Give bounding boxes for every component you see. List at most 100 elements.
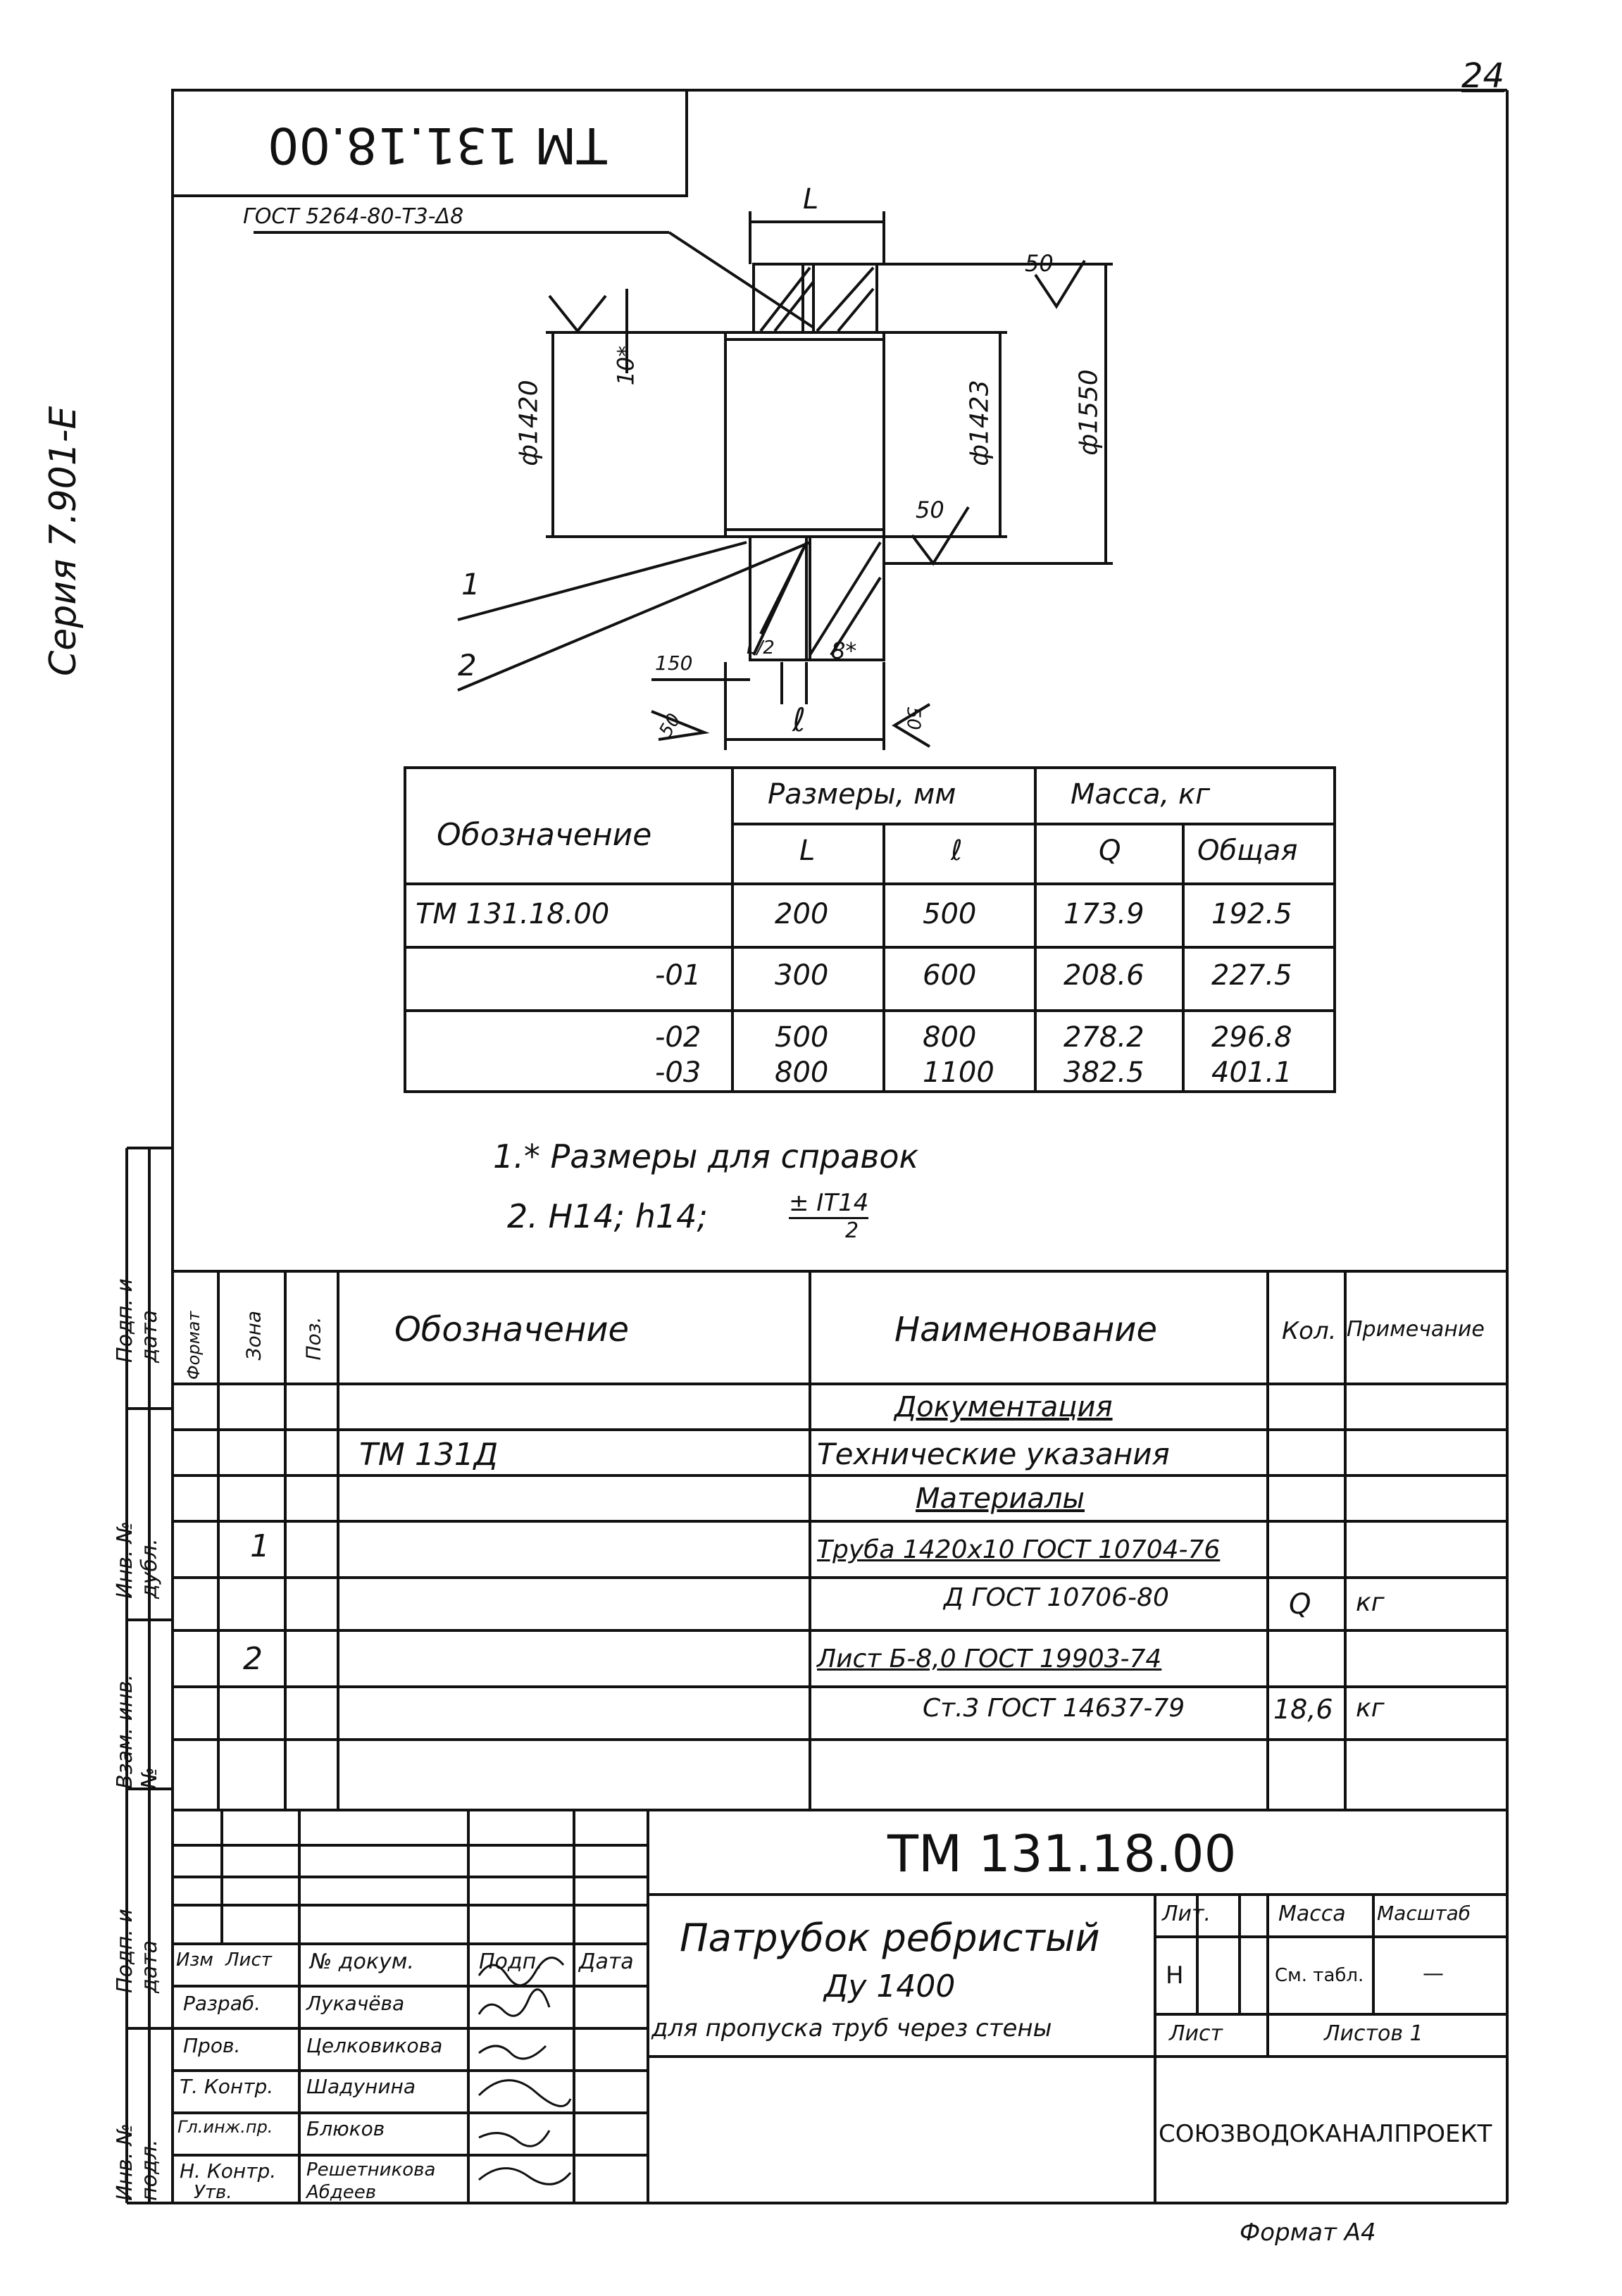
size-col-designation: Обозначение bbox=[437, 817, 652, 853]
size-sub-Q: Q bbox=[1099, 835, 1121, 867]
tb-col-list: Лист bbox=[225, 1949, 272, 1971]
size-row-designation: -02 bbox=[655, 1021, 701, 1054]
size-row-total: 192.5 bbox=[1211, 898, 1292, 930]
tb-col-data: Дата bbox=[579, 1949, 634, 1974]
tb-role: Разраб. bbox=[183, 1992, 261, 2015]
size-row-l: 1100 bbox=[923, 1056, 994, 1089]
dim-10: 10* bbox=[612, 345, 640, 386]
leader-2: 2 bbox=[458, 648, 477, 682]
size-row-designation: -01 bbox=[655, 959, 701, 992]
spec-row-name: Труба 1420х10 ГОСТ 10704-76 bbox=[817, 1535, 1221, 1564]
dim-8: 8* bbox=[831, 637, 857, 664]
size-row-Q: 173.9 bbox=[1063, 898, 1144, 930]
title-line-3: для пропуска труб через стены bbox=[651, 2014, 1052, 2042]
spec-row-qty: Q bbox=[1289, 1588, 1311, 1621]
size-col-sizes: Размеры, мм bbox=[768, 778, 956, 811]
spec-row-note: кг bbox=[1356, 1694, 1385, 1723]
series-label: Серия 7.901-Е bbox=[42, 406, 85, 676]
page-number: 24 bbox=[1461, 56, 1505, 96]
margin-label-repl-inv: Взам. инв. № bbox=[113, 1674, 162, 1789]
note-2-fraction-top: ± IT14 bbox=[789, 1189, 869, 1219]
tb-col-ndoc: № докум. bbox=[310, 1949, 414, 1974]
roughness-50-mid: 50 bbox=[916, 497, 944, 523]
spec-header-designation: Обозначение bbox=[394, 1310, 630, 1349]
size-row-Q: 208.6 bbox=[1063, 959, 1144, 992]
roughness-50-top: 50 bbox=[1025, 250, 1054, 277]
tb-role: Пров. bbox=[183, 2034, 241, 2057]
spec-row-qty: 18,6 bbox=[1273, 1694, 1333, 1725]
spec-header-format: Формат bbox=[184, 1311, 204, 1380]
title-line-1: Патрубок ребристый bbox=[680, 1916, 1100, 1960]
tb-col-podp: Подп. bbox=[479, 1949, 543, 1974]
size-row-L: 800 bbox=[775, 1056, 829, 1089]
size-row-total: 296.8 bbox=[1211, 1021, 1292, 1054]
spec-row-name: Лист Б-8,0 ГОСТ 19903-74 bbox=[817, 1645, 1162, 1673]
tb-name: Блюков bbox=[306, 2117, 385, 2140]
chamfer-50-right: 50 bbox=[902, 706, 924, 730]
tb-mass: Масса bbox=[1278, 1902, 1346, 1926]
note-1: 1.* Размеры для справок bbox=[493, 1137, 919, 1175]
size-row-l: 800 bbox=[923, 1021, 977, 1054]
spec-header-qty: Кол. bbox=[1282, 1317, 1337, 1345]
tb-name: Абдеев bbox=[306, 2182, 377, 2203]
size-row-Q: 382.5 bbox=[1063, 1056, 1144, 1089]
size-sub-l: ℓ bbox=[951, 835, 963, 867]
size-row-total: 401.1 bbox=[1211, 1056, 1292, 1089]
dim-L: L bbox=[803, 183, 819, 216]
dim-d1420: ф1420 bbox=[514, 380, 544, 466]
spec-header-note: Примечание bbox=[1347, 1317, 1485, 1342]
tb-col-izm: Изм bbox=[176, 1949, 213, 1971]
leader-1: 1 bbox=[461, 567, 480, 601]
size-row-Q: 278.2 bbox=[1063, 1021, 1144, 1054]
spec-row-pos: 2 bbox=[243, 1641, 263, 1677]
spec-row-name: Ст.3 ГОСТ 14637-79 bbox=[923, 1694, 1185, 1723]
title-doc-number: ТМ 131.18.00 bbox=[887, 1824, 1237, 1883]
tb-role: Т. Контр. bbox=[180, 2075, 274, 2098]
spec-row-note: кг bbox=[1356, 1588, 1385, 1617]
margin-label-dup-inv: Инв. № дубл. bbox=[113, 1521, 162, 1599]
size-row-L: 300 bbox=[775, 959, 829, 992]
note-2: 2. Н14; h14; bbox=[507, 1197, 708, 1235]
tb-name: Лукачёва bbox=[306, 1992, 405, 2015]
spec-header-name: Наименование bbox=[894, 1310, 1158, 1349]
tb-role: Утв. bbox=[194, 2182, 232, 2203]
signatures bbox=[478, 1957, 572, 2185]
tb-sheets: Листов 1 bbox=[1324, 2021, 1423, 2046]
size-sub-L: L bbox=[799, 835, 816, 867]
margin-label-orig-inv: Инв. № подл. bbox=[113, 2123, 162, 2201]
spec-row-name: Технические указания bbox=[817, 1437, 1170, 1471]
size-row-l: 500 bbox=[923, 898, 977, 930]
tb-lit-value: Н bbox=[1166, 1961, 1184, 1990]
part-drawing bbox=[254, 211, 1113, 750]
size-table-grid bbox=[404, 766, 1336, 1093]
margin-label-sign-date-2: Подп. и дата bbox=[113, 1909, 162, 1993]
spec-row-pos: 1 bbox=[250, 1528, 270, 1564]
tb-lit: Лит. bbox=[1162, 1902, 1211, 1926]
tb-name: Шадунина bbox=[306, 2075, 416, 2098]
tb-organization: СОЮЗВОДОКАНАЛПРОЕКТ bbox=[1159, 2120, 1492, 2148]
size-row-designation: -03 bbox=[655, 1056, 701, 1089]
spec-row-name: Документация bbox=[894, 1391, 1113, 1423]
dim-l: ℓ bbox=[792, 701, 806, 739]
tb-scale-value: — bbox=[1423, 1961, 1444, 1986]
tb-name: Целковикова bbox=[306, 2034, 443, 2057]
weld-note: ГОСТ 5264-80-Т3-Δ8 bbox=[243, 204, 464, 229]
spec-row-name: Материалы bbox=[916, 1483, 1085, 1515]
margin-label-sign-date: Подп. и дата bbox=[113, 1278, 162, 1363]
dim-150: 150 bbox=[655, 651, 693, 675]
top-stamp: ТМ 131.18.00 bbox=[268, 116, 607, 174]
tb-role: Н. Контр. bbox=[180, 2159, 277, 2183]
size-col-mass: Масса, кг bbox=[1071, 778, 1211, 811]
title-line-2: Ду 1400 bbox=[824, 1969, 956, 2004]
size-row-designation: ТМ 131.18.00 bbox=[416, 898, 610, 930]
dim-d1423: ф1423 bbox=[965, 380, 994, 466]
tb-scale: Масштаб bbox=[1377, 1902, 1471, 1925]
dim-L2: L/2 bbox=[747, 637, 775, 659]
size-row-L: 500 bbox=[775, 1021, 829, 1054]
note-2-fraction-bottom: 2 bbox=[845, 1218, 859, 1243]
tb-role: Гл.инж.пр. bbox=[177, 2117, 273, 2137]
spec-table-grid bbox=[173, 1270, 1507, 1811]
dim-d1550: ф1550 bbox=[1074, 369, 1104, 456]
tb-name: Решетникова bbox=[306, 2159, 436, 2180]
